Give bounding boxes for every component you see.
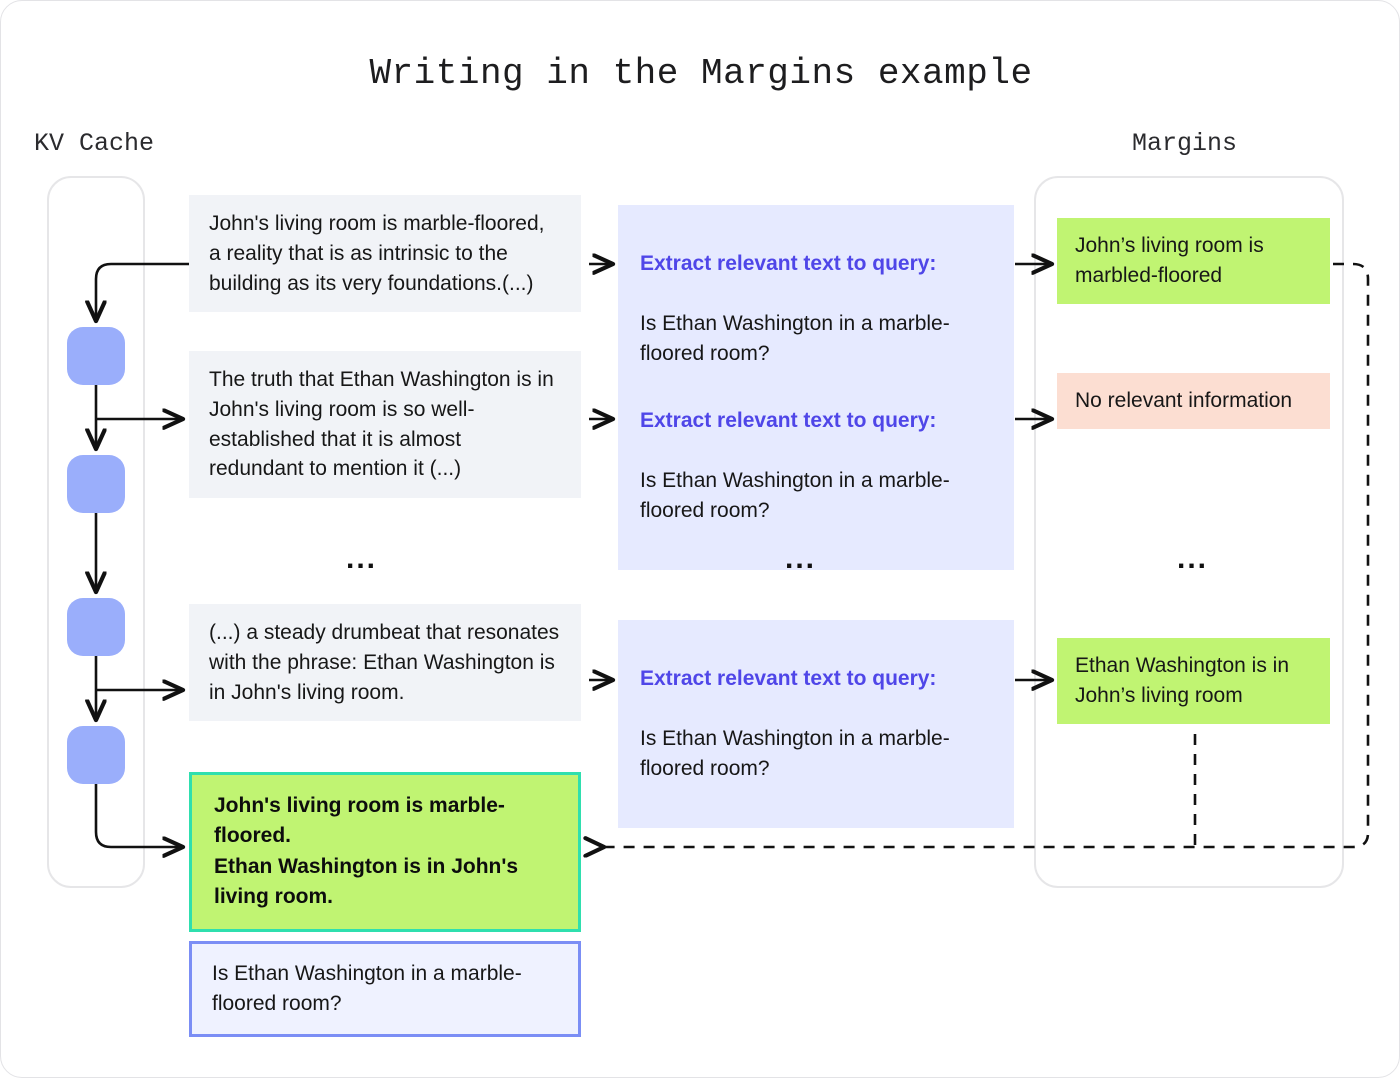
- page-title: Writing in the Margins example: [369, 53, 1033, 94]
- final-answer-box: John's living room is marble-floored. Et…: [189, 772, 581, 932]
- context-chunk-3: (...) a steady drumbeat that resonates w…: [189, 604, 581, 722]
- prompt-box-2: Extract relevant text to query: Is Ethan…: [618, 362, 1014, 570]
- kv-block-4: [67, 726, 125, 784]
- ellipsis-margin: ...: [1177, 542, 1209, 575]
- kv-block-2: [67, 455, 125, 513]
- prompt-body: Is Ethan Washington in a marble-floored …: [640, 312, 950, 366]
- prompt-body: Is Ethan Washington in a marble-floored …: [640, 727, 950, 781]
- margin-note-2: No relevant information: [1057, 373, 1330, 429]
- ellipsis-context: ...: [346, 542, 378, 575]
- kv-block-1: [67, 327, 125, 385]
- prompt-box-3: Extract relevant text to query: Is Ethan…: [618, 620, 1014, 828]
- kv-cache-label: KV Cache: [34, 129, 155, 158]
- ellipsis-prompt: ...: [785, 542, 817, 575]
- margin-note-1: John’s living room is marbled-floored: [1057, 218, 1330, 304]
- margin-note-3: Ethan Washington is in John’s living roo…: [1057, 638, 1330, 724]
- user-query-box: Is Ethan Washington in a marble-floored …: [189, 941, 581, 1037]
- prompt-heading: Extract relevant text to query:: [640, 666, 937, 690]
- kv-cache-container: [47, 176, 145, 888]
- prompt-heading: Extract relevant text to query:: [640, 408, 937, 432]
- prompt-heading: Extract relevant text to query:: [640, 251, 937, 275]
- prompt-body: Is Ethan Washington in a marble-floored …: [640, 469, 950, 523]
- margins-label: Margins: [1132, 129, 1238, 158]
- kv-block-3: [67, 598, 125, 656]
- context-chunk-1: John's living room is marble-floored, a …: [189, 195, 581, 313]
- context-chunk-2: The truth that Ethan Washington is in Jo…: [189, 351, 581, 499]
